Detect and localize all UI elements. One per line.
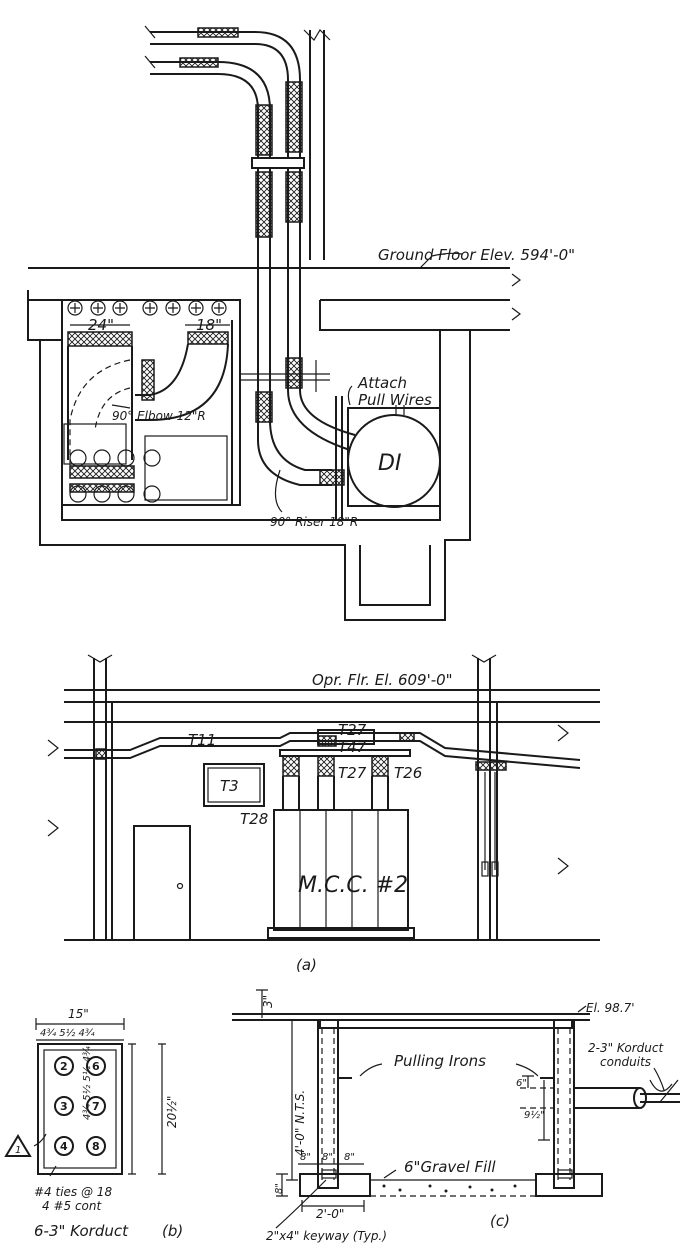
caption-a: (a) <box>296 956 317 974</box>
caption-b: (b) <box>162 1222 183 1240</box>
riser-label: 90° Riser 18"R <box>270 515 358 529</box>
b-height-dim: 20½" <box>165 1096 179 1128</box>
duct-6: 6 <box>92 1060 100 1073</box>
lower-conduit-grid <box>69 449 161 503</box>
c-dim-6: 6" <box>516 1078 527 1089</box>
mcc-label: M.C.C. #2 <box>298 873 408 898</box>
t11-label: T11 <box>188 731 216 749</box>
d1-label: DI <box>378 451 401 476</box>
t47-label: T47 <box>338 738 367 756</box>
t27-top-label: T27 <box>338 721 367 739</box>
pull-wires-label: Pull Wires <box>358 391 432 409</box>
cont-note: 4 #5 cont <box>42 1199 102 1213</box>
d1-equipment: DI Attach Pull Wires <box>335 374 441 520</box>
gravel-label: 6"Gravel Fill <box>404 1158 496 1176</box>
mcc-cabinet: M.C.C. #2 <box>267 776 415 939</box>
upper-conduits <box>144 25 331 280</box>
korduct-c-2: conduits <box>600 1055 651 1069</box>
top-conduit-row <box>67 300 227 316</box>
revision-mark: 1 <box>15 1145 21 1156</box>
c-dim-8c: 8" <box>344 1152 355 1163</box>
duct-7: 7 <box>92 1100 100 1113</box>
dim-18-label: 18" <box>196 316 222 334</box>
ground-floor-label: Ground Floor Elev. 594'-0" <box>378 246 575 264</box>
t27-label: T27 <box>338 764 367 782</box>
c-width-2ft: 2'-0" <box>316 1207 344 1221</box>
c-dim-8a: 8" <box>300 1152 311 1163</box>
korduct-note: 6-3" Korduct <box>34 1222 129 1240</box>
b-width-dim: 15" <box>68 1007 89 1021</box>
duct-2: 2 <box>60 1060 68 1073</box>
plan-view: Ground Floor Elev. 594'-0" 24" 18" <box>27 25 575 621</box>
duct-bank-section: 15" 4¾ 5½ 4¾ 2 6 3 7 4 8 4¾ 5½ 5½ 4¾ 20½… <box>4 1007 183 1240</box>
c-height-label: 4'-0" N.T.S. <box>293 1090 307 1156</box>
manhole-vault: 24" 18" <box>61 299 241 506</box>
c-elev-label: El. 98.7' <box>586 1001 635 1015</box>
pulling-irons-label: Pulling Irons <box>394 1052 486 1070</box>
keyway-label: 2"x4" keyway (Typ.) <box>266 1229 387 1243</box>
elevation-view: Opr. Flr. El. 609'-0" T11 T27 T47 T27 T2… <box>47 654 600 974</box>
c-top-dim: 3" <box>261 995 275 1008</box>
duct-8: 8 <box>92 1140 100 1153</box>
dim-24-label: 24" <box>88 316 114 334</box>
floor-label: Opr. Flr. El. 609'-0" <box>312 671 453 689</box>
c-dim-9half: 9½" <box>524 1109 545 1121</box>
ground-floor-slab: Ground Floor Elev. 594'-0" <box>27 246 575 621</box>
ties-note: #4 ties @ 18 <box>34 1185 112 1199</box>
manhole-section: 3" El. 98.7' 4'-0" N.T.S. Pulling Irons … <box>232 989 680 1243</box>
duct-3: 3 <box>60 1100 68 1113</box>
t28-label: T28 <box>240 810 268 828</box>
c-dim-8-left: 8" <box>274 1183 285 1194</box>
b-sub-dims: 4¾ 5½ 4¾ <box>40 1027 95 1039</box>
riser-conduits <box>240 280 356 486</box>
c-dim-8b: 8" <box>322 1152 333 1163</box>
b-row-dims: 4¾ 5½ 5½ 4¾ <box>81 1046 93 1120</box>
caption-c: (c) <box>490 1212 510 1230</box>
t3-label: T3 <box>220 777 239 795</box>
korduct-c-1: 2-3" Korduct <box>588 1041 664 1055</box>
t26-label: T26 <box>394 764 422 782</box>
attach-label: Attach <box>357 374 407 392</box>
elbow-label: 90° Elbow 12"R <box>112 409 206 423</box>
gravel-dots <box>382 1184 517 1193</box>
duct-4: 4 <box>60 1140 68 1153</box>
duct-grid: 2 6 3 7 4 8 <box>54 1056 106 1156</box>
